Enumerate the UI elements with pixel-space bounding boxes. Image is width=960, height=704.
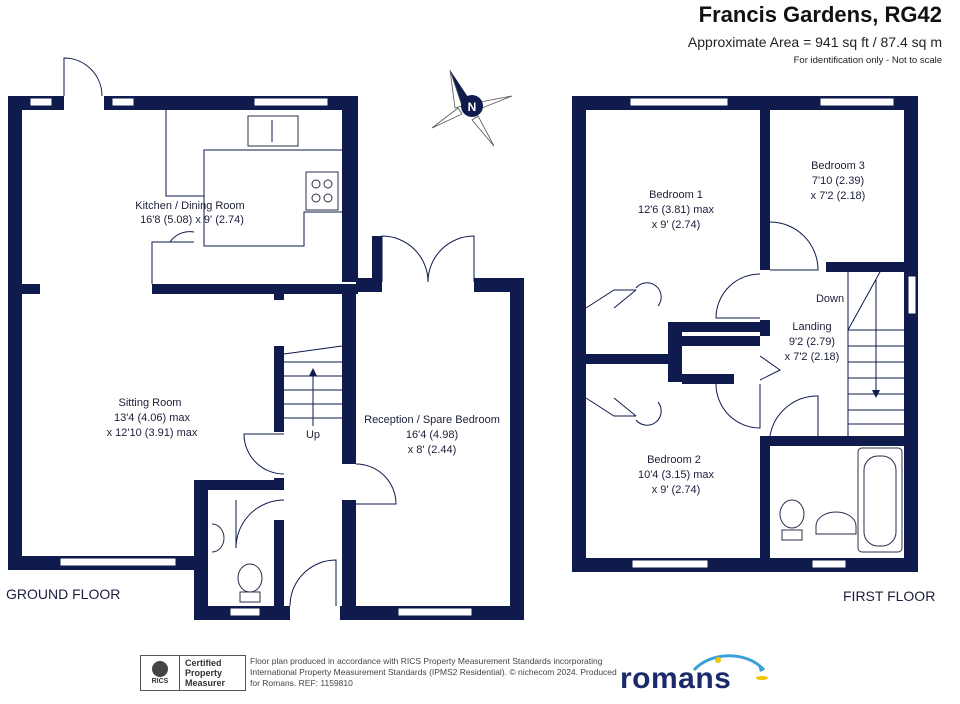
identification-note: For identification only - Not to scale — [793, 55, 942, 66]
sitting-room-dims-1: 13'4 (4.06) max — [114, 412, 191, 424]
cert-line-3: Measurer — [185, 678, 226, 688]
bedroom-1-name: Bedroom 1 — [649, 189, 703, 201]
bedroom-1-dims-2: x 9' (2.74) — [652, 219, 701, 231]
bedroom-1-dims-1: 12'6 (3.81) max — [638, 204, 715, 216]
cert-line-2: Property — [185, 668, 223, 678]
bedroom-3-dims-1: 7'10 (2.39) — [812, 175, 864, 187]
stairs-up-label: Up — [306, 429, 320, 441]
compass-north-letter: N — [468, 100, 477, 114]
bedroom-2-dims-1: 10'4 (3.15) max — [638, 469, 715, 481]
sitting-room-dims-2: x 12'10 (3.91) max — [107, 427, 198, 439]
first-floor-plan: Bedroom 1 12'6 (3.81) max x 9' (2.74) Be… — [572, 96, 935, 604]
compass: N — [431, 69, 513, 147]
approximate-area: Approximate Area = 941 sq ft / 87.4 sq m — [687, 34, 942, 50]
landing-dims-2: x 7'2 (2.18) — [785, 351, 840, 363]
bedroom-3-dims-2: x 7'2 (2.18) — [811, 190, 866, 202]
landing-dims-1: 9'2 (2.79) — [789, 336, 835, 348]
measurement-disclaimer: Floor plan produced in accordance with R… — [250, 656, 617, 688]
reception-dims-1: 16'4 (4.98) — [406, 429, 458, 441]
rics-logo-text: RICS — [151, 678, 169, 685]
ground-floor-plan: Kitchen / Dining Room 16'8 (5.08) x 9' (… — [6, 57, 524, 620]
first-floor-label: FIRST FLOOR — [843, 588, 935, 604]
ground-floor-label: GROUND FLOOR — [6, 586, 120, 602]
rics-emblem-icon — [152, 661, 168, 677]
bedroom-3-name: Bedroom 3 — [811, 160, 865, 172]
romans-logo: romans — [620, 662, 732, 695]
reception-dims-2: x 8' (2.44) — [408, 444, 457, 456]
property-title: Francis Gardens, RG42 — [698, 2, 942, 27]
cert-line-1: Certified — [185, 658, 222, 668]
rics-certified-badge: RICS Certified Property Measurer — [140, 655, 246, 691]
romans-swoosh-icon — [692, 654, 768, 680]
kitchen-name: Kitchen / Dining Room — [135, 200, 244, 212]
stairs-down-label: Down — [816, 293, 844, 305]
bedroom-2-dims-2: x 9' (2.74) — [652, 484, 701, 496]
bedroom-2-name: Bedroom 2 — [647, 454, 701, 466]
rics-logo: RICS — [141, 656, 180, 690]
sitting-room-name: Sitting Room — [119, 397, 182, 409]
kitchen-dims: 16'8 (5.08) x 9' (2.74) — [140, 214, 244, 226]
certified-measurer-text: Certified Property Measurer — [180, 658, 225, 688]
reception-name: Reception / Spare Bedroom — [364, 414, 500, 426]
landing-name: Landing — [792, 321, 831, 333]
